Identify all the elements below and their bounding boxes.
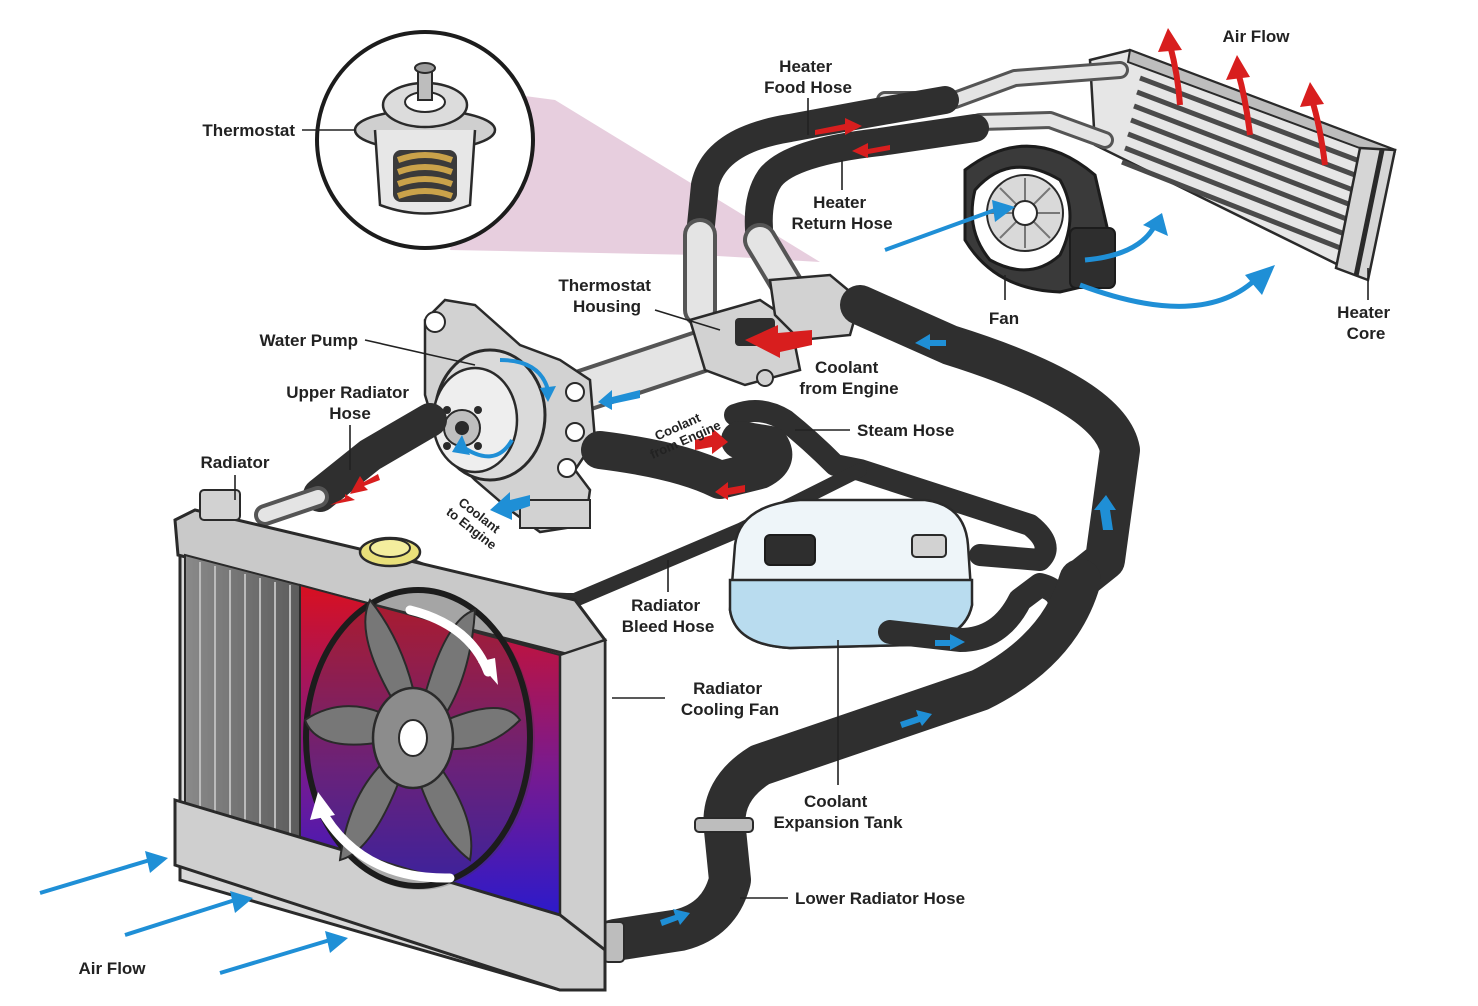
label-heater-feed-hose: Heater Food Hose	[764, 57, 852, 97]
cold-flow-arrow	[490, 334, 1116, 926]
flow-arrows	[39, 28, 1328, 975]
label-air-flow-bottom: Air Flow	[78, 959, 146, 978]
upper-radiator-hose	[254, 403, 447, 526]
label-heater-core: Heater Core	[1337, 303, 1395, 343]
heater-hoses	[686, 86, 989, 254]
hot-flow-arrow	[330, 118, 890, 505]
label-steam-hose: Steam Hose	[857, 421, 954, 440]
air-flow-arrow	[39, 200, 1275, 975]
label-water-pump: Water Pump	[259, 331, 358, 350]
label-air-flow-top: Air Flow	[1222, 27, 1290, 46]
main-return-hose	[840, 285, 1140, 600]
radiator-cooling-fan	[303, 587, 535, 890]
label-coolant-from-engine: Coolant from Engine	[799, 358, 898, 398]
label-heater-return-hose: Heater Return Hose	[791, 193, 892, 233]
label-upper-radiator-hose: Upper Radiator Hose	[286, 383, 414, 423]
label-radiator-cooling-fan: Radiator Cooling Fan	[681, 679, 779, 719]
steam-hose	[581, 400, 1057, 571]
lower-radiator-hose	[594, 559, 1101, 963]
label-lower-radiator-hose: Lower Radiator Hose	[795, 889, 965, 908]
blower-fan	[963, 144, 1116, 294]
thermostat-icon	[353, 62, 497, 215]
coolant-expansion-tank	[728, 498, 974, 650]
engine-outlet-pipes	[548, 218, 862, 417]
labels: Air Flow Heater Food Hose Thermostat Hea…	[78, 27, 1395, 978]
label-coolant-expansion-tank: Coolant Expansion Tank	[773, 792, 903, 832]
label-radiator-bleed-hose: Radiator Bleed Hose	[622, 596, 715, 636]
label-thermostat-housing: Thermostat Housing	[558, 276, 655, 316]
leader-lines	[234, 98, 1006, 899]
thermostat-zoom-bubble	[315, 30, 820, 262]
label-radiator: Radiator	[201, 453, 270, 472]
label-fan: Fan	[989, 309, 1019, 328]
air-flow-arrow	[1158, 28, 1328, 166]
label-thermostat: Thermostat	[202, 121, 295, 140]
heater-core	[1088, 48, 1397, 300]
